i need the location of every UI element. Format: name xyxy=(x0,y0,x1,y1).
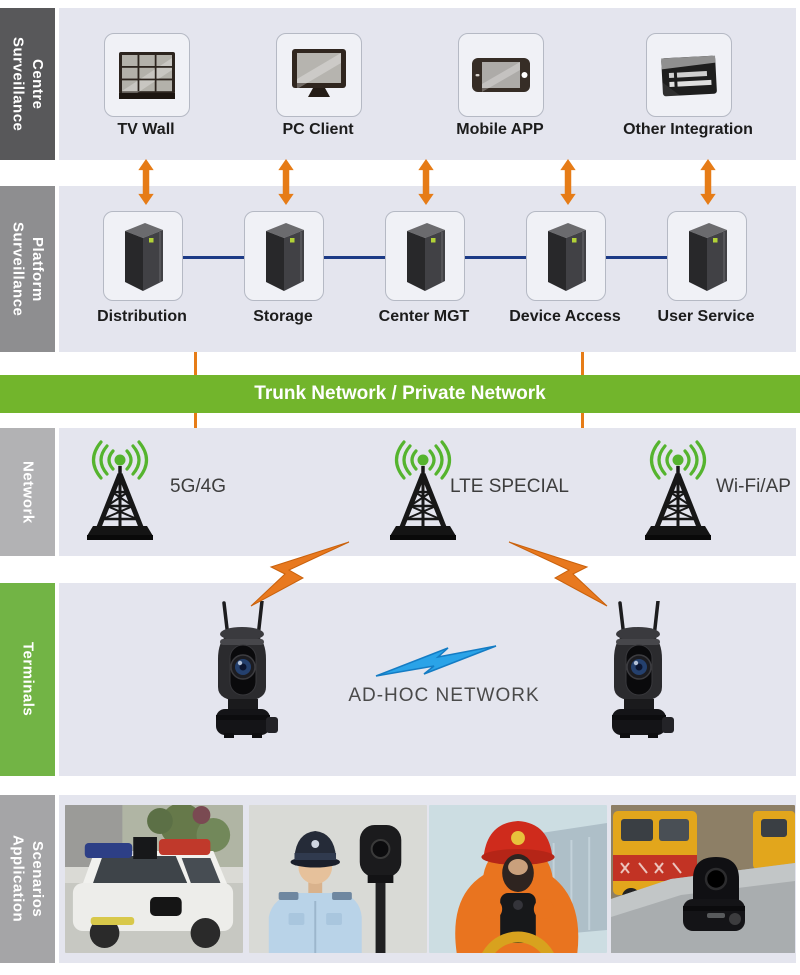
lightning-bolt-icon xyxy=(250,541,350,607)
up-down-arrow-icon xyxy=(560,159,576,205)
antenna-tower-icon xyxy=(87,440,153,540)
antenna-tower-icon xyxy=(390,440,456,540)
user-service-server-box xyxy=(667,211,747,301)
trunk-network-banner: Trunk Network / Private Network xyxy=(0,375,800,413)
platform-item-label: Storage xyxy=(253,308,313,325)
sidebar-label: Terminals xyxy=(19,642,37,717)
police-officer-with-camera-photo xyxy=(249,805,427,953)
platform-item-label: Center MGT xyxy=(378,308,470,325)
pc-client-box xyxy=(276,33,362,117)
terminals-panel: AD-HOC NETWORK xyxy=(59,583,796,776)
sidebar-terminals: Terminals xyxy=(0,583,55,776)
storage-server-box xyxy=(244,211,324,301)
surveillance-platform-panel: Distribution Storage Center MGT Device A… xyxy=(59,186,796,352)
device-access-server-box xyxy=(526,211,606,301)
mobile-app-box xyxy=(458,33,544,117)
platform-item-label: User Service xyxy=(657,308,755,325)
centre-item-label: Other Integration xyxy=(623,121,753,138)
pc-client-icon xyxy=(292,49,346,97)
tv-wall-icon xyxy=(119,52,175,100)
centre-item-label: TV Wall xyxy=(117,121,175,138)
integration-device-icon xyxy=(661,55,717,97)
centre-item-label: Mobile APP xyxy=(456,121,544,138)
server-icon xyxy=(407,223,445,291)
platform-item-label: Distribution xyxy=(97,308,187,325)
adhoc-network-label: AD-HOC NETWORK xyxy=(348,685,540,706)
network-item-label: LTE SPECIAL xyxy=(450,476,569,497)
blue-lightning-icon xyxy=(375,645,497,677)
ptz-camera-icon xyxy=(612,601,674,738)
sidebar-label: Network xyxy=(19,460,37,524)
network-item-label: 5G/4G xyxy=(170,476,226,497)
other-integration-box xyxy=(646,33,732,117)
center-mgt-server-box xyxy=(385,211,465,301)
up-down-arrow-icon xyxy=(700,159,716,205)
distribution-server-box xyxy=(103,211,183,301)
tv-wall-box xyxy=(104,33,190,117)
antenna-tower-icon xyxy=(645,440,711,540)
ptz-camera-icon xyxy=(216,601,278,738)
server-icon xyxy=(266,223,304,291)
server-icon xyxy=(689,223,727,291)
network-panel: 5G/4G LTE SPECIAL Wi-Fi/AP xyxy=(59,428,796,556)
firefighter-with-camera-photo xyxy=(429,805,607,953)
surveillance-centre-panel: TV Wall PC Client Mobile APP Other Integ… xyxy=(59,8,796,160)
up-down-arrow-icon xyxy=(418,159,434,205)
banner-label: Trunk Network / Private Network xyxy=(254,383,546,404)
platform-item-label: Device Access xyxy=(509,308,621,325)
application-scenarios-panel xyxy=(59,795,796,963)
up-down-arrow-icon xyxy=(278,159,294,205)
lightning-bolt-icon xyxy=(508,541,608,607)
mobile-app-icon xyxy=(472,58,530,92)
centre-item-label: PC Client xyxy=(282,121,354,138)
network-item-label: Wi-Fi/AP xyxy=(716,476,791,497)
server-icon xyxy=(548,223,586,291)
police-patrol-car-photo xyxy=(65,805,243,953)
up-down-arrow-icon xyxy=(138,159,154,205)
sidebar-network: Network xyxy=(0,428,55,556)
ptz-camera-on-site-photo xyxy=(611,805,795,953)
server-icon xyxy=(125,223,163,291)
